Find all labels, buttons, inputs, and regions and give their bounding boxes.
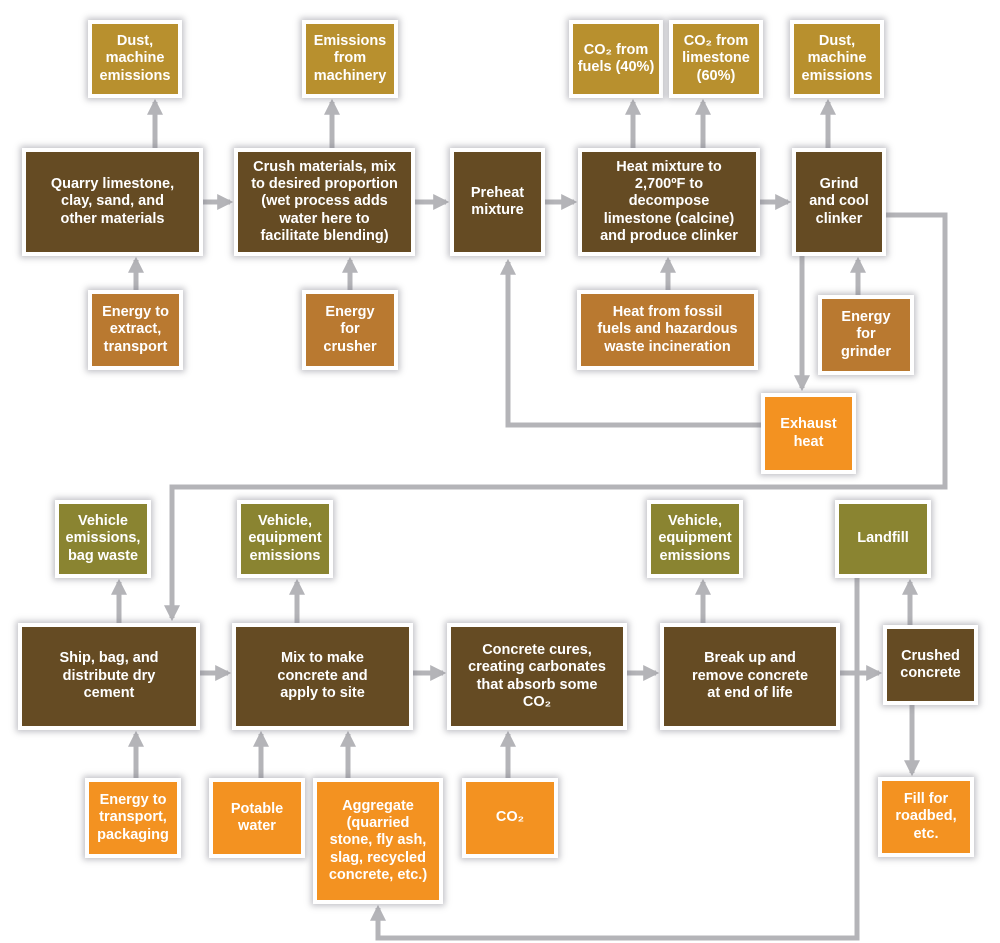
output-dust-machine-emissions-2: Dust, machine emissions bbox=[790, 20, 884, 98]
process-break-up: Break up and remove concrete at end of l… bbox=[660, 623, 840, 730]
arrow-grind-to-ship bbox=[163, 212, 948, 622]
arrow-exhaust-to-preheat bbox=[499, 258, 761, 428]
output-vehicle-equipment-emissions: Vehicle, equipment emissions bbox=[237, 500, 333, 578]
input-energy-transport: Energy to transport, packaging bbox=[85, 778, 181, 858]
input-co2: CO₂ bbox=[462, 778, 558, 858]
output-fill-roadbed: Fill for roadbed, etc. bbox=[878, 777, 974, 857]
input-energy-extract: Energy to extract, transport bbox=[88, 290, 183, 370]
output-emissions-machinery: Emissions from machinery bbox=[302, 20, 398, 98]
process-concrete-cures: Concrete cures, creating carbonates that… bbox=[447, 623, 627, 730]
process-preheat: Preheat mixture bbox=[450, 148, 545, 256]
process-mix-concrete: Mix to make concrete and apply to site bbox=[232, 623, 413, 730]
input-heat-fossil-fuels: Heat from fossil fuels and hazardous was… bbox=[577, 290, 758, 370]
process-heat: Heat mixture to 2,700ºF to decompose lim… bbox=[578, 148, 760, 256]
arrow-landfill-to-aggregate bbox=[369, 578, 860, 941]
output-landfill: Landfill bbox=[835, 500, 931, 578]
input-potable-water: Potable water bbox=[209, 778, 305, 858]
output-co2-limestone: CO₂ from limestone (60%) bbox=[669, 20, 763, 98]
input-energy-grinder: Energy for grinder bbox=[818, 295, 914, 375]
process-crushed-concrete: Crushed concrete bbox=[883, 625, 978, 705]
input-aggregate: Aggregate (quarried stone, fly ash, slag… bbox=[313, 778, 443, 904]
process-crush: Crush materials, mix to desired proporti… bbox=[234, 148, 415, 256]
process-grind: Grind and cool clinker bbox=[792, 148, 886, 256]
output-dust-machine-emissions: Dust, machine emissions bbox=[88, 20, 182, 98]
process-ship-bag-distribute: Ship, bag, and distribute dry cement bbox=[18, 623, 200, 730]
output-vehicle-equipment-emissions-2: Vehicle, equipment emissions bbox=[647, 500, 743, 578]
process-quarry: Quarry limestone, clay, sand, and other … bbox=[22, 148, 203, 256]
output-exhaust-heat: Exhaust heat bbox=[761, 393, 856, 474]
input-energy-crusher: Energy for crusher bbox=[302, 290, 398, 370]
output-co2-fuels: CO₂ from fuels (40%) bbox=[569, 20, 663, 98]
output-vehicle-bag-waste: Vehicle emissions, bag waste bbox=[55, 500, 151, 578]
